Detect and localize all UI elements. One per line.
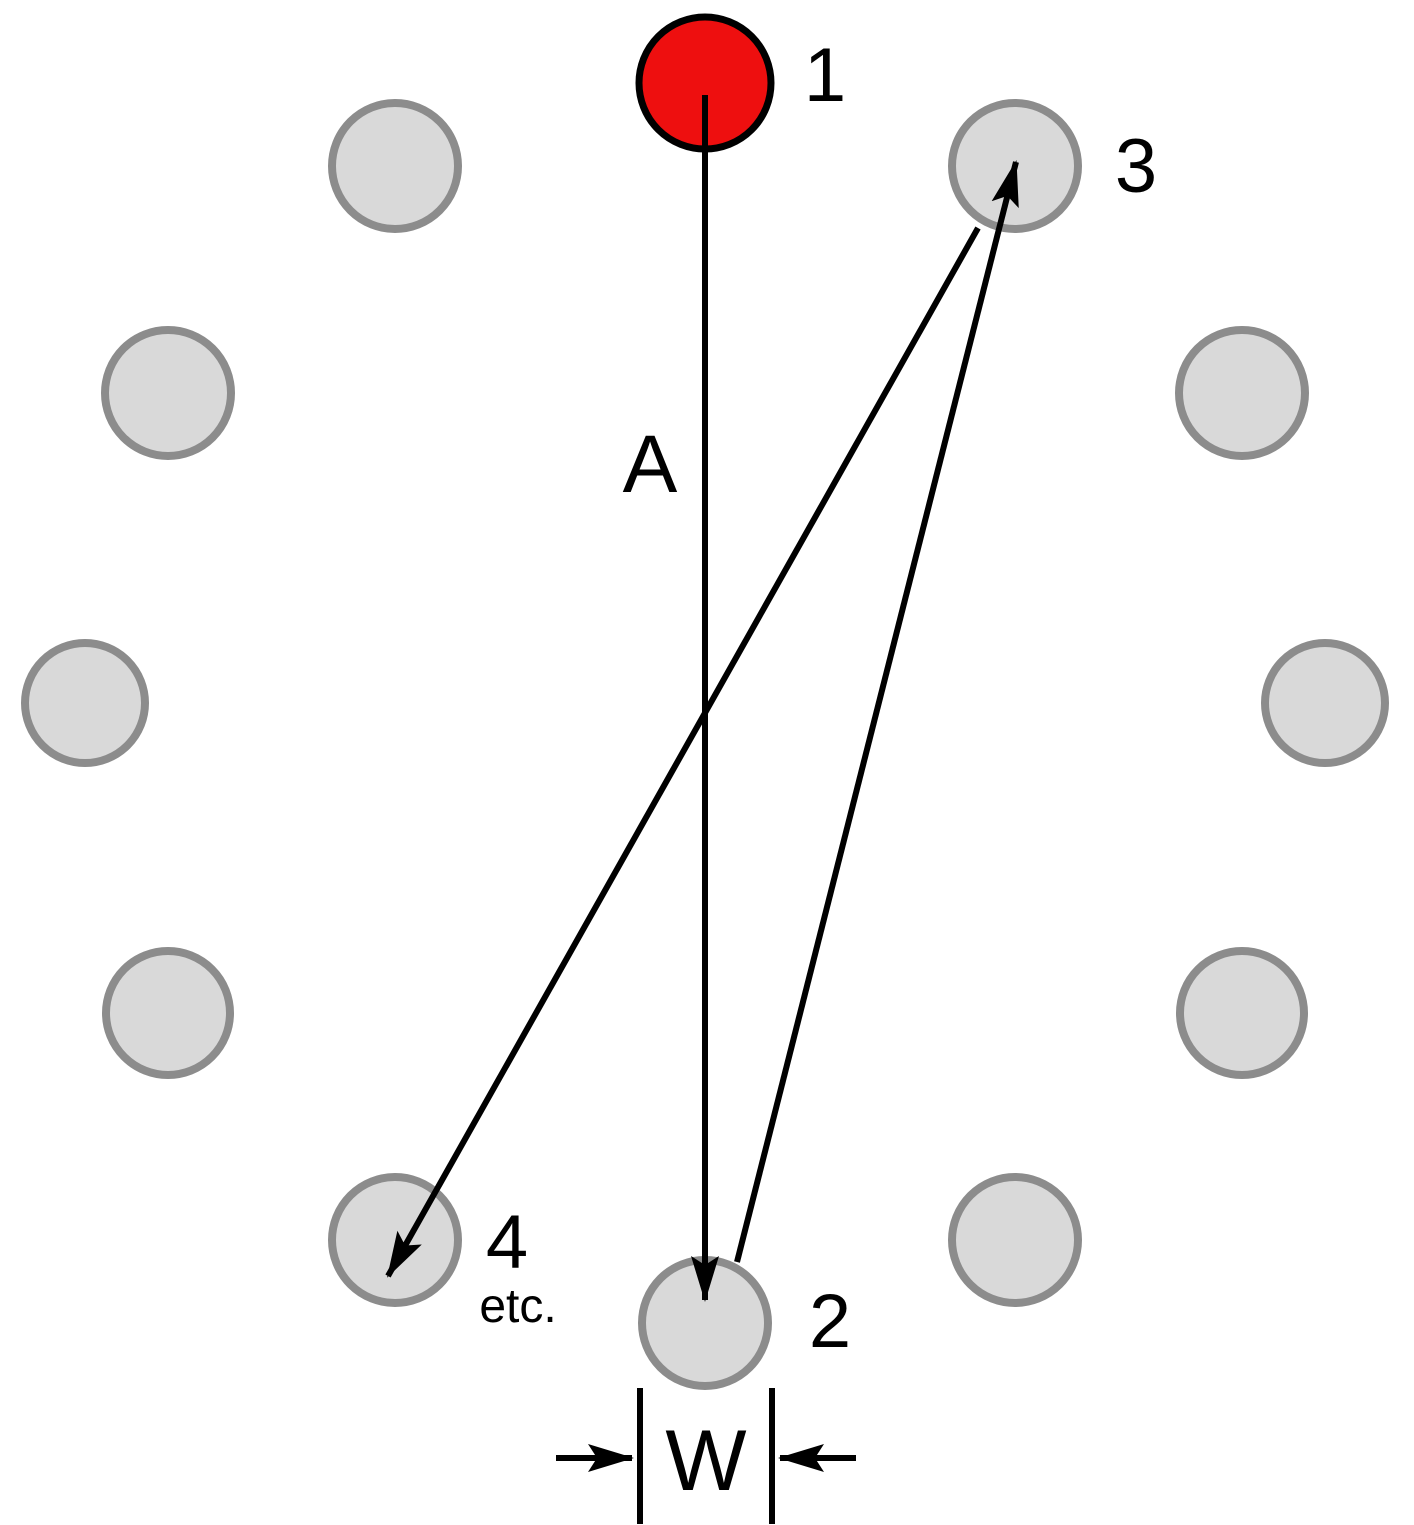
target-11-circle — [948, 1173, 1082, 1307]
target-7-circle — [1261, 639, 1389, 767]
label-target-2: 2 — [809, 1279, 851, 1364]
target-10-circle — [102, 947, 234, 1079]
label-width: W — [665, 1413, 746, 1509]
label-target-4: 4 — [486, 1200, 528, 1285]
target-4-circle — [328, 1173, 462, 1307]
label-target-1: 1 — [804, 33, 846, 118]
arrows-layer — [385, 95, 1019, 1302]
label-amplitude: A — [623, 419, 678, 510]
target-5-circle — [1175, 326, 1309, 460]
target-9-circle — [1176, 947, 1308, 1079]
movement-3-to-4-arrow — [385, 226, 981, 1278]
movement-2-to-3-arrow — [734, 160, 1019, 1263]
label-target-3: 3 — [1115, 124, 1157, 209]
target-12-circle — [328, 99, 462, 233]
width-marker-layer — [556, 1388, 856, 1524]
label-etc: etc. — [479, 1280, 556, 1333]
target-6-circle — [101, 326, 235, 460]
target-8-circle — [21, 639, 149, 767]
